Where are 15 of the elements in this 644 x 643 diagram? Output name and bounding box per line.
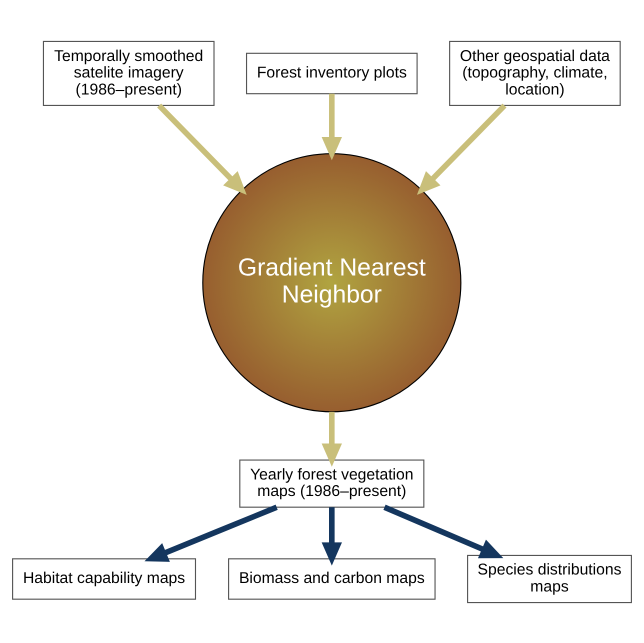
arrow	[416, 103, 506, 194]
node-box: Forest inventory plots	[246, 52, 418, 94]
arrow	[322, 93, 342, 160]
node-box: Biomass and carbon maps	[228, 558, 436, 600]
node-box: Other geospatial data (topography, climate, location)	[449, 40, 621, 106]
node-box: Temporally smoothed satelite imagery (1986–present)	[42, 40, 215, 106]
arrow	[322, 506, 342, 566]
arrow	[322, 411, 342, 466]
node-box: Habitat capability maps	[12, 558, 196, 600]
node-box: Species distributions maps	[467, 554, 632, 603]
node-circle: Gradient Nearest Neighbor	[202, 152, 462, 412]
node-box: Yearly forest vegetation maps (1986–present)	[239, 458, 424, 508]
arrow	[383, 504, 504, 558]
arrow	[157, 103, 247, 194]
arrow	[144, 504, 278, 562]
